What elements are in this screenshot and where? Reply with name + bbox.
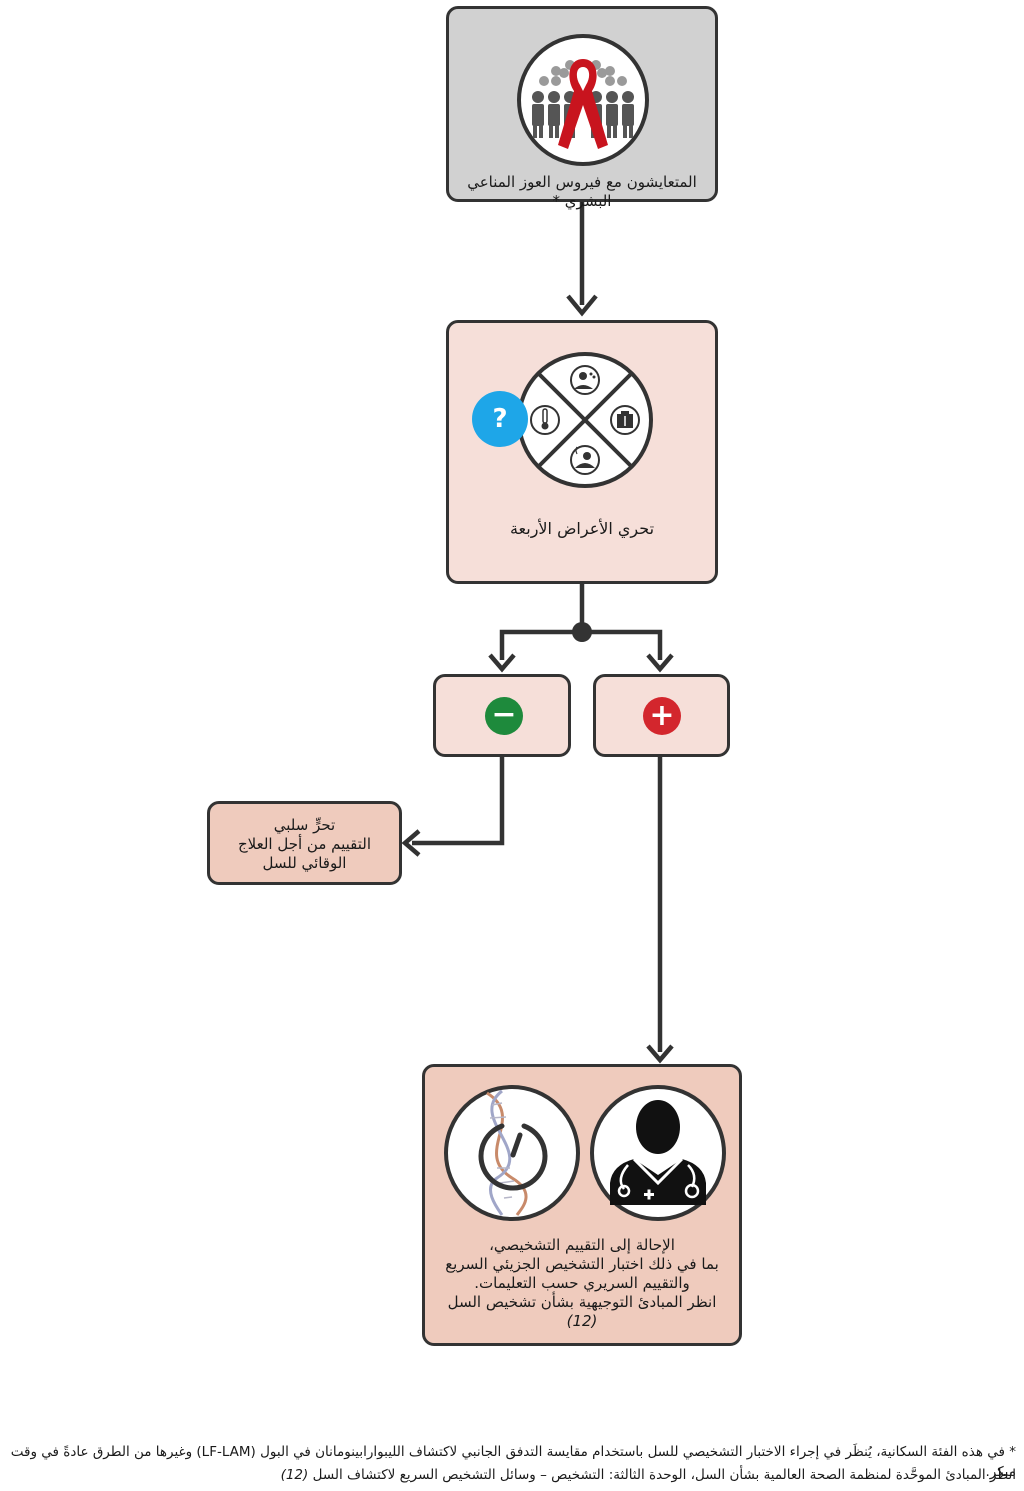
fever-thermometer-icon (530, 405, 560, 435)
footnote-line-2-text: انظر المبادئ الموحَّدة لمنظمة الصحة العا… (312, 1467, 1016, 1483)
arrowhead-negative-outcome (401, 829, 421, 857)
junction-dot (572, 622, 592, 642)
night-sweats-icon (570, 445, 600, 475)
footnote-line-1: * في هذه الفئة السكانية، يُنظَر في إجراء… (10, 1444, 1016, 1480)
population-label: المتعايشون مع فيروس العوز المناعي البشري… (467, 173, 697, 210)
connector-negative-to-outcome (412, 757, 505, 846)
arrowhead-screening (566, 294, 598, 317)
screening-label: تحري الأعراض الأربعة (509, 519, 655, 538)
referral-line-1: الإحالة إلى التقييم التشخيصي، (489, 1236, 675, 1254)
negative-result-box: − (433, 674, 571, 757)
footnote-line-2-ref: (12) (280, 1467, 309, 1483)
negative-outcome-line-2: التقييم من أجل العلاج (237, 835, 372, 853)
help-question-icon[interactable]: ? (472, 391, 528, 447)
arrowhead-positive (646, 653, 674, 673)
referral-line-3: والتقييم السريري حسب التعليمات. (474, 1274, 690, 1292)
arrowhead-negative (488, 653, 516, 673)
plus-circle-icon: + (643, 697, 681, 735)
doctor-icon (588, 1083, 728, 1223)
people-red-ribbon-icon (516, 33, 650, 167)
negative-outcome-box: تحرٍّ سلبي التقييم من أجل العلاج الوقائي… (207, 801, 402, 885)
weight-loss-icon (610, 405, 640, 435)
referral-line-2: بما في ذلك اختبار التشخيص الجزيئي السريع (445, 1255, 719, 1273)
negative-outcome-line-1: تحرٍّ سلبي (273, 816, 336, 834)
arrowhead-referral (646, 1044, 674, 1064)
cough-icon (570, 365, 600, 395)
screening-box: ? تحري الأعراض الأربعة (446, 320, 718, 584)
positive-result-box: + (593, 674, 730, 757)
referral-line-4: انظر المبادئ التوجيهية بشأن تشخيص السل (447, 1293, 717, 1311)
referral-box: الإحالة إلى التقييم التشخيصي، بما في ذلك… (422, 1064, 742, 1346)
minus-circle-icon: − (485, 697, 523, 735)
four-symptom-wheel-icon (515, 350, 655, 490)
dna-clock-icon (442, 1083, 582, 1223)
negative-outcome-line-3: الوقائي للسل (262, 854, 347, 872)
footnote-line-2: انظر المبادئ الموحَّدة لمنظمة الصحة العا… (8, 1465, 1016, 1485)
referral-reference: (12) (566, 1312, 598, 1330)
population-box: المتعايشون مع فيروس العوز المناعي البشري… (446, 6, 718, 210)
